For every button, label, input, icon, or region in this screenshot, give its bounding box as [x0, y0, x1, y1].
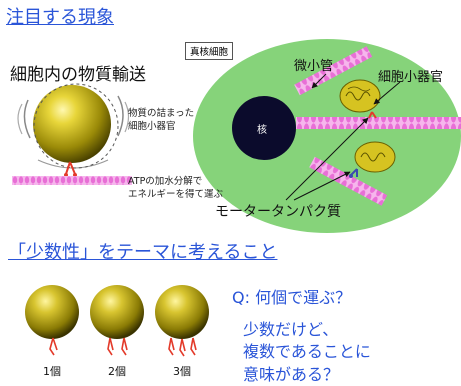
microtubule-2: [296, 117, 461, 129]
atp-note: ATPの加水分解で エネルギーを得て運ぶ: [128, 176, 223, 202]
cargo-note-line-2: 細胞小器官: [128, 120, 176, 132]
eukaryotic-cell: [193, 39, 461, 233]
nucleus-label: 核: [257, 125, 267, 136]
answer-line-2: 複数であることに: [243, 342, 371, 362]
nucleus: [232, 96, 296, 160]
atp-note-line-1: ATPの加水分解で: [128, 176, 203, 187]
three-motor-ball: [155, 285, 209, 357]
count-label-2: 2個: [108, 365, 126, 378]
question-text: Q: 何個で運ぶ？: [232, 288, 352, 307]
answer-line-3: 意味がある？: [243, 364, 340, 384]
answer-text: 少数だけど、 複数であることに 意味がある？: [243, 319, 371, 386]
one-motor-ball: [25, 285, 79, 356]
microtubule-3: [309, 156, 388, 206]
organelle-label: 細胞小器官: [378, 70, 444, 85]
organelle-2: [349, 141, 396, 178]
microtubule-left: [12, 176, 132, 185]
section-heading-minority: 「少数性」をテーマに考えること: [8, 242, 278, 263]
left-panel-title: 細胞内の物質輸送: [10, 65, 146, 85]
motor-protein-label: モータータンパク質: [215, 204, 341, 220]
count-label-1: 1個: [43, 365, 61, 378]
organelle-1: [339, 79, 381, 119]
eukaryotic-cell-label: 真核細胞: [185, 42, 234, 60]
cargo-transport-illustration: [12, 83, 132, 185]
cargo-note-line-1: 物質の詰まった: [128, 108, 195, 119]
two-motor-ball: [90, 285, 144, 356]
atp-note-line-2: エネルギーを得て運ぶ: [128, 188, 224, 200]
motor-protein-left: [65, 161, 76, 175]
answer-line-1: 少数だけど、: [243, 320, 339, 339]
cargo-organelle-ball: [33, 85, 111, 163]
microtubule-label: 微小管: [294, 59, 334, 74]
count-label-3: 3個: [173, 365, 191, 378]
cargo-note: 物質の詰まった 細胞小器官: [128, 108, 194, 134]
main-heading: 注目する現象: [6, 7, 114, 28]
